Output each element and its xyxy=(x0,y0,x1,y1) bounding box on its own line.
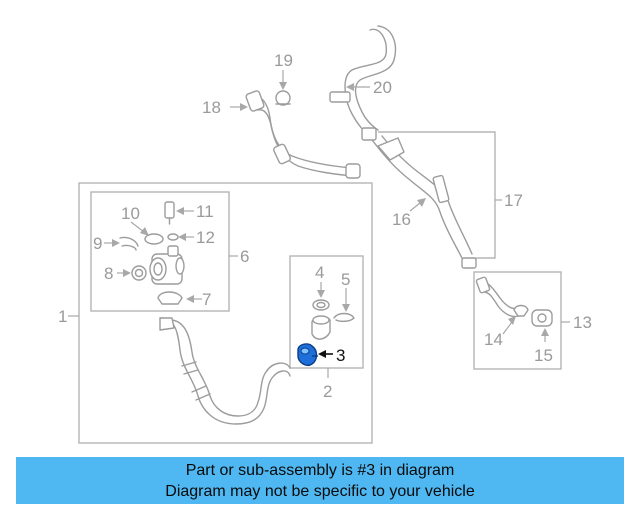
callout-1: 1 xyxy=(58,307,67,326)
leader-14 xyxy=(502,321,513,335)
clamp-7 xyxy=(157,291,183,305)
pipe-16 xyxy=(371,135,477,269)
hose-14 xyxy=(475,276,519,318)
highlighted-part-3 xyxy=(297,343,318,366)
callout-2: 2 xyxy=(323,382,332,401)
parts-diagram: 1 2 3 4 5 6 7 8 9 10 11 12 13 14 15 16 1… xyxy=(58,25,592,444)
arrow-7 xyxy=(186,295,194,303)
arrow-18 xyxy=(240,103,248,111)
callout-3: 3 xyxy=(336,346,345,365)
callout-16: 16 xyxy=(392,210,411,229)
callout-11: 11 xyxy=(196,202,214,221)
arrow-15 xyxy=(541,328,549,336)
arrow-10 xyxy=(140,227,149,236)
clip-5 xyxy=(333,312,355,323)
lower-hose-1 xyxy=(159,317,291,425)
hose-18 xyxy=(245,90,361,179)
banner-line-2: Diagram may not be specific to your vehi… xyxy=(165,483,475,500)
arrow-16 xyxy=(417,198,426,207)
arrow-9 xyxy=(112,239,120,247)
clamp-19 xyxy=(275,90,291,106)
arrow-8 xyxy=(123,269,131,277)
arrow-3 xyxy=(318,350,326,358)
leader-17 xyxy=(378,131,496,259)
callout-13: 13 xyxy=(573,313,592,332)
subassembly-6-frame xyxy=(90,191,230,312)
callout-7: 7 xyxy=(202,290,211,309)
callout-12: 12 xyxy=(196,228,215,247)
callout-14: 14 xyxy=(484,330,503,349)
arrow-11 xyxy=(176,207,184,215)
callout-17: 17 xyxy=(504,191,523,210)
banner-line-1: Part or sub-assembly is #3 in diagram xyxy=(185,462,455,479)
seal-10 xyxy=(144,233,164,245)
callout-9: 9 xyxy=(93,234,102,253)
assembly-13-frame xyxy=(473,271,562,370)
callout-15: 15 xyxy=(534,346,553,365)
arrow-4 xyxy=(317,290,325,298)
clamp-14 xyxy=(513,304,529,317)
callout-19: 19 xyxy=(274,51,293,70)
connector-2 xyxy=(311,315,331,340)
leader-10 xyxy=(130,221,145,233)
gasket-4 xyxy=(312,299,330,311)
oring-8 xyxy=(131,265,147,281)
subassembly-2-frame xyxy=(289,255,364,369)
arrow-5 xyxy=(342,304,350,312)
callout-5: 5 xyxy=(341,270,350,289)
arrow-12 xyxy=(178,233,186,241)
arrow-19 xyxy=(279,82,287,90)
callout-20: 20 xyxy=(373,78,392,97)
callout-10: 10 xyxy=(121,204,140,223)
callout-8: 8 xyxy=(104,264,113,283)
thermostat-housing xyxy=(149,245,185,285)
sensor-11 xyxy=(164,201,175,225)
arrow-20 xyxy=(346,83,354,91)
callout-4: 4 xyxy=(315,263,324,282)
callout-6: 6 xyxy=(240,247,249,266)
arrow-14 xyxy=(508,316,516,325)
clip-9 xyxy=(119,236,139,251)
info-banner: Part or sub-assembly is #3 in diagram Di… xyxy=(16,457,624,504)
oring-12 xyxy=(167,233,179,241)
callout-18: 18 xyxy=(202,98,221,117)
hose-20 xyxy=(329,25,397,141)
cap-15 xyxy=(531,309,553,327)
leader-16 xyxy=(409,202,421,212)
assembly-1-frame xyxy=(78,182,373,444)
